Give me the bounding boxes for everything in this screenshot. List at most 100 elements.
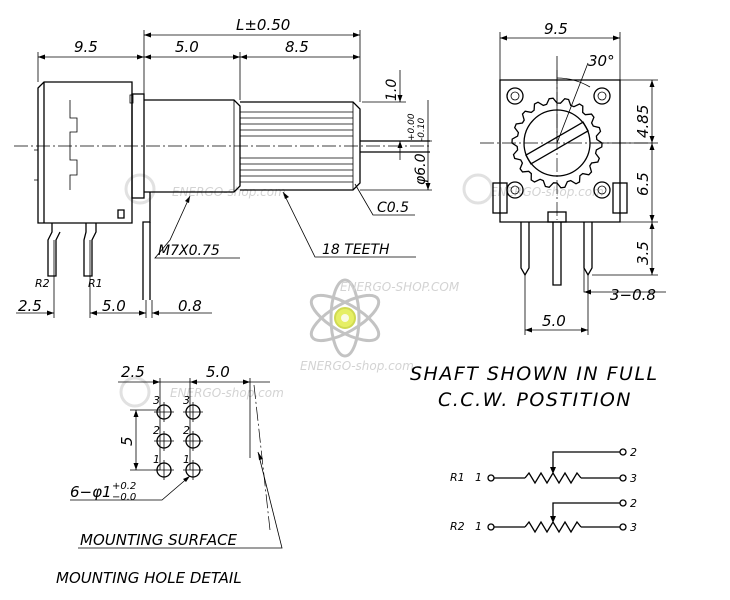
side-angle-arc <box>556 77 591 88</box>
dim-chamfer: C0.5 <box>377 200 409 216</box>
schematic-r2-resistor <box>524 520 582 534</box>
front-rim-lug <box>129 94 134 104</box>
hole-label-right-2: 2 <box>183 424 190 437</box>
schematic-r2-pin1: 1 <box>475 520 482 533</box>
dim-front-1-0: 1.0 <box>384 79 400 101</box>
side-pin-width-leader <box>583 250 666 293</box>
dim-side-4-85: 4.85 <box>634 105 652 138</box>
front-shaft-knurl <box>240 111 353 183</box>
side-hole-bottom-left <box>506 181 524 199</box>
side-angle-ray <box>556 62 589 144</box>
front-right-dimensions <box>360 70 432 191</box>
pin-label-r1: R1 <box>88 277 103 290</box>
side-bottom-nub <box>547 211 567 223</box>
teeth-leader <box>282 191 416 258</box>
watermark-group: ENERGO-SHOP.COM ENERGO-shop.com ENERGO-s… <box>119 173 604 408</box>
schematic-r1-wiper <box>552 451 620 468</box>
front-pin-r2 <box>47 223 61 277</box>
schematic-r2-pin3: 3 <box>630 521 637 534</box>
dim-front-2-5: 2.5 <box>18 297 42 315</box>
dim-hole-count: 6−φ1 <box>70 483 112 501</box>
side-hole-top-right <box>593 87 611 105</box>
watermark-mark-3 <box>119 376 151 408</box>
dim-teeth: 18 TEETH <box>322 242 390 258</box>
dim-front-phi6-lower: -0.10 <box>417 117 427 141</box>
hole-label-left-1: 1 <box>153 453 160 466</box>
side-hole-bottom-right <box>593 181 611 199</box>
hole-detail: 2.5 5.0 5 3 2 1 3 2 1 6−φ1 +0.2 −0.0 <box>56 363 283 587</box>
note-line-2: C.C.W. POSTITION <box>438 389 632 411</box>
dim-hole-2-5: 2.5 <box>121 363 145 381</box>
watermark-mark-1 <box>124 173 156 205</box>
side-frame <box>499 79 621 223</box>
front-pin-r1 <box>83 223 97 277</box>
hole-detail-title: MOUNTING HOLE DETAIL <box>56 569 242 587</box>
dim-side-5-0: 5.0 <box>542 312 566 330</box>
schematic-r1-pin3: 3 <box>630 472 637 485</box>
schematic-r2-name: R2 <box>450 520 465 533</box>
schematic-r1-pin2: 2 <box>630 446 637 459</box>
front-bottom-dimensions <box>16 276 212 318</box>
dim-front-phi6: φ6.0 <box>413 153 429 185</box>
dim-front-L: L±0.50 <box>236 16 290 34</box>
note-line-1: SHAFT SHOWN IN FULL <box>410 363 659 385</box>
hole-grid <box>154 402 203 480</box>
pin-label-r2: R2 <box>35 277 50 290</box>
hole-label-right-3: 3 <box>183 394 190 407</box>
mounting-surface-label: MOUNTING SURFACE <box>80 531 238 549</box>
side-frame-left-tab <box>492 182 508 214</box>
schematic-r2-wiper <box>552 502 620 517</box>
side-frame-right-tab <box>612 182 628 214</box>
front-bushing <box>144 99 241 193</box>
watermark-logo <box>309 278 381 358</box>
schematic-r1: R1 1 3 2 <box>450 446 637 485</box>
dim-thread: M7X0.75 <box>158 243 220 259</box>
dim-hole-5: 5 <box>118 436 136 446</box>
hole-label-left-3: 3 <box>153 394 160 407</box>
dim-side-3-0-8: 3−0.8 <box>610 286 656 304</box>
side-pin-right <box>583 222 593 277</box>
dim-front-0-8: 0.8 <box>178 297 202 315</box>
schematic-r1-resistor <box>524 471 582 485</box>
dim-side-angle: 30° <box>588 52 615 70</box>
dim-hole-lower: −0.0 <box>112 492 136 503</box>
dim-front-5-0-bottom: 5.0 <box>102 297 126 315</box>
schematic-r1-name: R1 <box>450 471 465 484</box>
shaft-note: SHAFT SHOWN IN FULL C.C.W. POSTITION <box>410 363 659 411</box>
front-shaft <box>240 101 361 191</box>
side-knob-teeth <box>511 97 603 189</box>
front-view: R2 R1 9.5 5.0 L±0.50 8.5 <box>14 16 432 318</box>
dim-side-9-5: 9.5 <box>544 20 568 38</box>
front-body-step <box>69 100 78 190</box>
side-pin-left <box>520 222 530 277</box>
front-bracket <box>142 192 151 300</box>
front-top-dimensions <box>37 30 361 102</box>
chamfer-leader <box>354 183 415 216</box>
thread-leader <box>154 195 240 259</box>
mounting-surface-leader <box>78 451 283 549</box>
dim-front-phi6-upper: +0.00 <box>407 113 417 141</box>
dim-side-3-5: 3.5 <box>634 241 652 265</box>
side-right-dimensions <box>590 79 658 276</box>
dim-front-8-5: 8.5 <box>285 38 309 56</box>
watermark-text-2: ENERGO-shop.com <box>300 359 414 373</box>
dim-hole-upper: +0.2 <box>112 481 136 492</box>
hole-leader <box>70 475 191 501</box>
schematic-r2: R2 1 3 2 <box>450 497 637 534</box>
side-view: 30° 9.5 4.85 6.5 3.5 3−0.8 <box>480 20 666 335</box>
front-tab <box>117 209 125 219</box>
dim-front-5-0: 5.0 <box>175 38 199 56</box>
dim-side-6-5: 6.5 <box>634 172 652 196</box>
schematic-r2-pin2: 2 <box>630 497 637 510</box>
hole-label-left-2: 2 <box>153 424 160 437</box>
dim-front-9-5: 9.5 <box>74 38 98 56</box>
schematic-r1-pin1: 1 <box>475 471 482 484</box>
side-knob-slot <box>525 121 589 165</box>
side-hole-top-left <box>506 87 524 105</box>
front-body-ticks <box>34 149 38 181</box>
watermark-mark-2 <box>462 173 494 205</box>
front-rim <box>131 93 145 199</box>
hole-label-right-1: 1 <box>183 453 190 466</box>
